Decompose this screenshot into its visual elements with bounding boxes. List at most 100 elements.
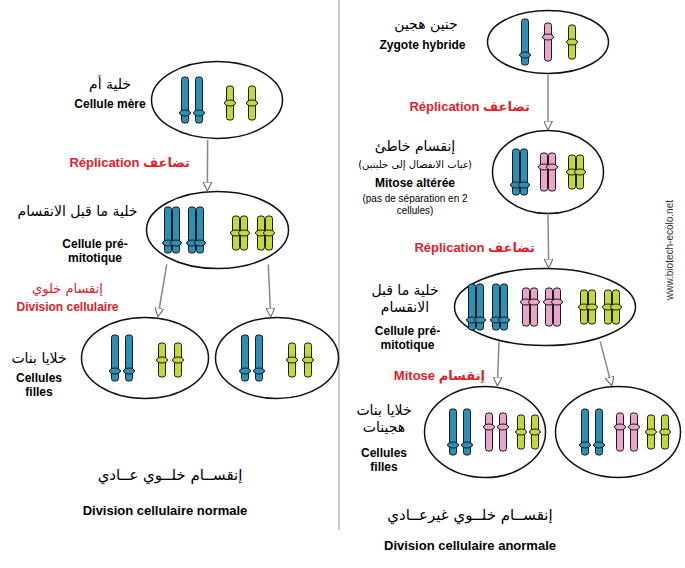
chromosome xyxy=(173,343,184,377)
cell-outline xyxy=(453,267,637,347)
chromosome xyxy=(157,343,168,377)
cell-ellipse: إنقسام خاطئ(غياب الانفصال إلى خليتين)Mit… xyxy=(491,129,605,215)
cell-membrane xyxy=(216,318,339,399)
chromosome xyxy=(163,207,182,253)
step-label: Réplication تضاعف xyxy=(40,155,190,171)
cell-outline xyxy=(150,60,284,140)
chromosome xyxy=(539,153,558,191)
cell-outline xyxy=(554,385,682,479)
chromosome xyxy=(567,155,586,189)
process-arrow xyxy=(158,264,167,316)
cell-label: (غياب الانفصال إلى خليتين) xyxy=(342,159,488,171)
cell-ellipse: خلايا بناتCellules filles xyxy=(80,316,210,400)
watermark: www.biotech-ecolo.net xyxy=(664,200,676,300)
process-arrow xyxy=(268,264,270,316)
chromosome xyxy=(594,409,605,455)
cell-membrane xyxy=(556,387,681,478)
process-arrow xyxy=(207,140,209,190)
cell-label: Cellule mère xyxy=(55,97,165,111)
cell-membrane xyxy=(488,11,609,74)
cell-label: Cellules filles xyxy=(350,446,418,475)
cell-label: خلية ما قبل الانقسام xyxy=(360,282,450,316)
cell-label: خلية ما قبل الانقسام xyxy=(5,203,150,220)
cell-ellipse: خلية أمCellule mère xyxy=(150,60,284,140)
cell-outline xyxy=(491,129,605,215)
chromosome xyxy=(567,25,578,59)
caption-label: Division cellulaire xyxy=(0,300,135,314)
chromosome xyxy=(660,415,671,449)
chromosome xyxy=(579,290,598,324)
chromosome xyxy=(516,415,527,449)
cell-ellipse: خلية ما قبل الانقسامCellule pré-mitotiqu… xyxy=(145,190,290,270)
chromosome xyxy=(254,335,265,381)
caption-label: Division cellulaire anormale xyxy=(330,538,610,554)
caption-label: إنقسام خلوي xyxy=(0,281,135,297)
cell-ellipse: خلايا بنات هجيناتCellules filles xyxy=(423,385,547,479)
cell-label: Cellules filles xyxy=(8,371,70,400)
cell-ellipse xyxy=(554,385,682,479)
cell-outline xyxy=(145,190,290,270)
caption-label: إنقســام خلــوي غيرعــادي xyxy=(345,506,595,524)
chromosome xyxy=(256,216,275,250)
chromosome xyxy=(580,409,591,455)
cell-label: Cellule pré-mitotique xyxy=(45,237,145,266)
chromosome xyxy=(462,409,473,455)
chromosome xyxy=(520,19,531,65)
cell-outline xyxy=(486,9,610,75)
cell-membrane xyxy=(493,131,604,214)
chromosome xyxy=(491,284,510,330)
cell-label: خلايا بنات xyxy=(0,350,78,367)
chromosome xyxy=(448,409,459,455)
cell-label: خلايا بنات هجينات xyxy=(345,402,423,436)
chromosome xyxy=(603,290,622,324)
cell-membrane xyxy=(152,62,283,139)
caption-label: إنقســام خلــوي عــادي xyxy=(50,466,290,484)
chromosome xyxy=(187,207,206,253)
chromosome xyxy=(544,288,563,326)
cell-membrane xyxy=(425,387,546,478)
step-label: Réplication تضاعف xyxy=(375,99,530,115)
cell-outline xyxy=(423,385,547,479)
chromosome xyxy=(124,335,135,381)
process-arrow xyxy=(547,75,549,129)
process-arrow xyxy=(600,341,611,385)
chromosome xyxy=(194,77,205,123)
step-label: Mitose إنقسام xyxy=(360,368,485,384)
step-label: Réplication تضاعف xyxy=(375,240,535,256)
cell-membrane xyxy=(455,269,636,346)
panel-divider xyxy=(339,0,340,530)
chromosome xyxy=(543,23,554,61)
cell-membrane xyxy=(147,192,289,269)
cell-outline xyxy=(214,316,340,400)
chromosome xyxy=(629,413,640,451)
cell-ellipse: جنين هجينZygote hybride xyxy=(486,9,610,75)
cell-ellipse: خلية ما قبل الانقسامCellule pré-mitotiqu… xyxy=(453,267,637,347)
chromosome xyxy=(231,216,250,250)
cell-label: (pas de séparation en 2 cellules) xyxy=(352,193,478,217)
chromosome xyxy=(287,343,298,377)
chromosome xyxy=(615,413,626,451)
cell-label: Mitose altérée xyxy=(350,176,480,190)
chromosome xyxy=(498,413,509,451)
process-arrow xyxy=(497,341,499,385)
chromosome xyxy=(530,415,541,449)
chromosome xyxy=(180,77,191,123)
process-arrow xyxy=(547,215,549,267)
chromosome xyxy=(521,288,540,326)
cell-label: خلية أم xyxy=(55,76,165,93)
cell-label: Zygote hybride xyxy=(360,38,485,52)
caption-label: Division cellulaire normale xyxy=(30,503,300,519)
cell-outline xyxy=(80,316,210,400)
cell-ellipse xyxy=(214,316,340,400)
cell-membrane xyxy=(82,318,209,399)
cell-label: Cellule pré-mitotique xyxy=(360,324,455,353)
chromosome xyxy=(467,284,486,330)
chromosome xyxy=(484,413,495,451)
chromosome xyxy=(110,335,121,381)
chromosome xyxy=(225,86,236,120)
chromosome xyxy=(247,86,258,120)
chromosome xyxy=(240,335,251,381)
cell-label: إنقسام خاطئ xyxy=(345,138,485,155)
cell-label: جنين هجين xyxy=(370,16,482,33)
